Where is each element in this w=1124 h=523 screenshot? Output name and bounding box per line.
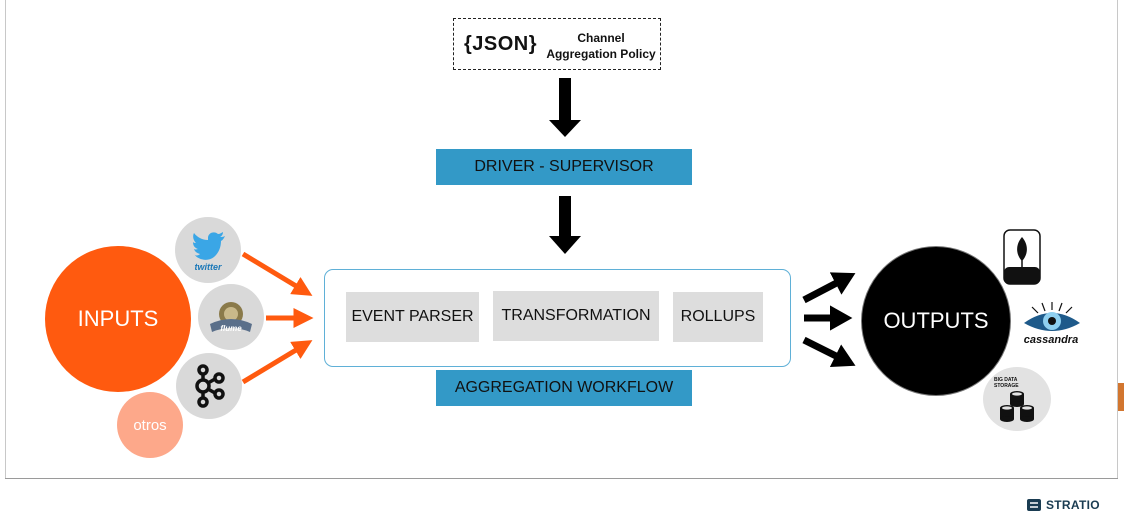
- brand-label: STRATIO: [1046, 498, 1100, 512]
- stratio-logo-icon: [1027, 499, 1041, 511]
- mongodb-leaf-icon: [1003, 229, 1041, 285]
- footer-divider: [5, 478, 1118, 479]
- svg-text:flume: flume: [220, 324, 242, 333]
- step-transformation: TRANSFORMATION: [493, 291, 659, 341]
- step-event-parser: EVENT PARSER: [346, 292, 479, 342]
- stratio-brand: STRATIO: [1026, 497, 1100, 513]
- big-data-line-2: STORAGE: [994, 383, 1019, 389]
- otros-circle: otros: [117, 392, 183, 458]
- frame-left-border: [5, 0, 6, 478]
- cassandra-label: cassandra: [1023, 334, 1079, 346]
- outputs-circle: OUTPUTS: [861, 246, 1011, 396]
- policy-label: Channel Aggregation Policy: [546, 30, 656, 62]
- arrow-workflow-to-outputs-top: [802, 272, 856, 304]
- big-data-storage: [983, 367, 1051, 431]
- svg-text:twitter: twitter: [195, 262, 222, 272]
- arrow-kafka-to-workflow: [241, 340, 313, 385]
- cassandra-eye-icon: [1024, 302, 1080, 331]
- down-arrow-config: [549, 78, 581, 137]
- driver-supervisor-bar: DRIVER - SUPERVISOR: [436, 149, 692, 185]
- down-arrow-driver: [549, 196, 581, 254]
- source-twitter: twitter: [175, 217, 241, 283]
- database-stack-icon: [1000, 391, 1034, 422]
- source-kafka: [176, 353, 242, 419]
- twitter-bird-icon: twitter: [193, 232, 225, 272]
- frame-right-border: [1117, 0, 1118, 478]
- json-label: {JSON}: [464, 33, 538, 55]
- big-data-label: BIG DATA STORAGE: [994, 377, 1034, 389]
- big-data-line-1: BIG DATA: [994, 377, 1018, 383]
- policy-line-2: Aggregation Policy: [546, 47, 656, 61]
- kafka-icon: [195, 364, 225, 408]
- json-policy-box: {JSON} Channel Aggregation Policy: [453, 18, 661, 70]
- step-rollups: ROLLUPS: [673, 292, 763, 342]
- side-edge-tab: [1118, 383, 1124, 411]
- policy-line-1: Channel: [577, 31, 625, 45]
- flume-icon: flume: [210, 302, 252, 333]
- aggregation-workflow-label: AGGREGATION WORKFLOW: [436, 370, 692, 406]
- inputs-circle: INPUTS: [45, 246, 191, 392]
- arrow-twitter-to-workflow: [241, 251, 313, 296]
- arrow-workflow-to-outputs-bottom: [802, 336, 856, 368]
- source-flume: flume: [198, 284, 264, 350]
